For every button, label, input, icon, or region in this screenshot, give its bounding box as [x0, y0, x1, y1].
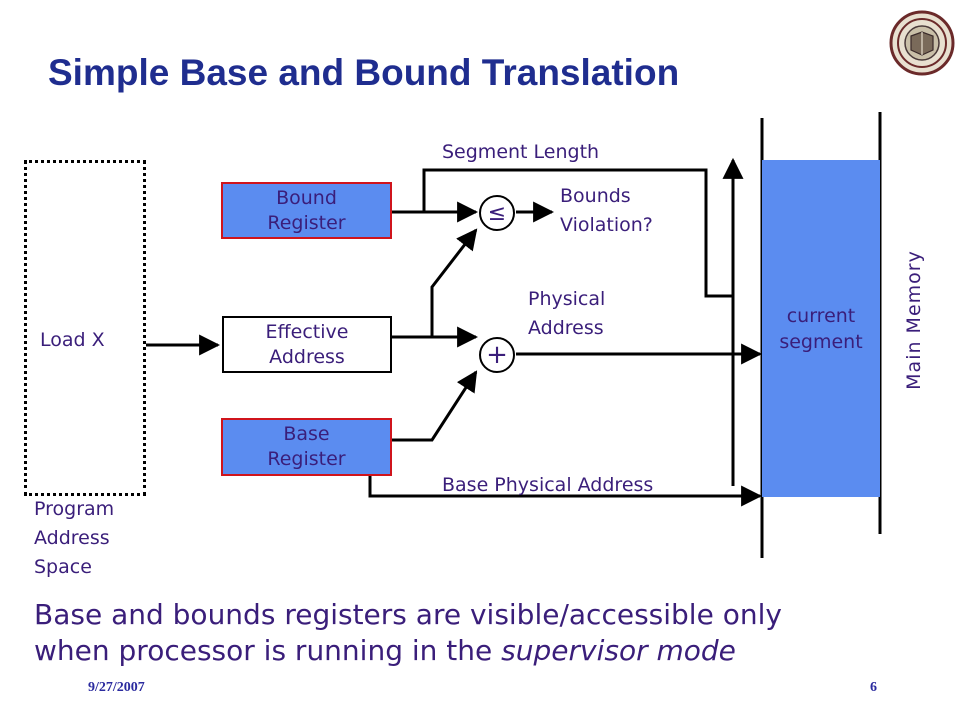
segment-length-label: Segment Length: [442, 141, 600, 163]
base-physical-address-label: Base Physical Address: [442, 474, 654, 496]
load-x-label: Load X: [40, 329, 105, 351]
wire-segment-length: [422, 168, 733, 298]
bound-register: Bound Register: [221, 182, 392, 239]
supervisor-note-line2: when processor is running in the supervi…: [34, 633, 782, 669]
main-memory-label: Main Memory: [903, 250, 925, 390]
supervisor-mode-text: supervisor mode: [501, 634, 736, 667]
program-space-label-line3: Space: [34, 556, 92, 578]
page-number: 6: [870, 680, 877, 695]
program-space-label-line2: Address: [34, 527, 110, 549]
base-register: Base Register: [221, 418, 392, 476]
wire-base-physical-address: [368, 476, 763, 507]
adder-operator: +: [479, 337, 515, 373]
bound-register-line1: Bound: [276, 186, 337, 209]
effective-address-line2: Address: [269, 345, 345, 368]
slide-title: Simple Base and Bound Translation: [48, 52, 680, 93]
base-register-line1: Base: [283, 423, 330, 445]
base-register-line2: Register: [267, 448, 346, 470]
bound-register-line2: Register: [267, 211, 346, 234]
physical-address-label-line2: Address: [528, 317, 604, 339]
compare-operator: ≤: [479, 195, 515, 231]
effective-address-line1: Effective: [265, 320, 349, 343]
physical-address-label-line1: Physical: [528, 288, 606, 310]
university-seal-logo: [889, 10, 955, 76]
wire-effective-to-comparator: [430, 228, 478, 337]
program-address-space-box: [24, 160, 146, 496]
effective-address: Effective Address: [222, 316, 392, 373]
supervisor-note-prefix: when processor is running in the: [34, 634, 502, 667]
supervisor-note: Base and bounds registers are visible/ac…: [34, 597, 782, 669]
supervisor-note-line1: Base and bounds registers are visible/ac…: [34, 598, 782, 631]
current-segment-line1: current: [786, 304, 856, 327]
current-segment-line2: segment: [779, 330, 863, 353]
wire-base-to-adder: [392, 370, 478, 442]
footer-date: 9/27/2007: [88, 680, 145, 695]
bounds-violation-label-line2: Violation?: [560, 214, 653, 236]
current-segment: current segment: [762, 160, 880, 497]
program-space-label-line1: Program: [34, 498, 115, 520]
bounds-violation-label-line1: Bounds: [560, 185, 631, 207]
